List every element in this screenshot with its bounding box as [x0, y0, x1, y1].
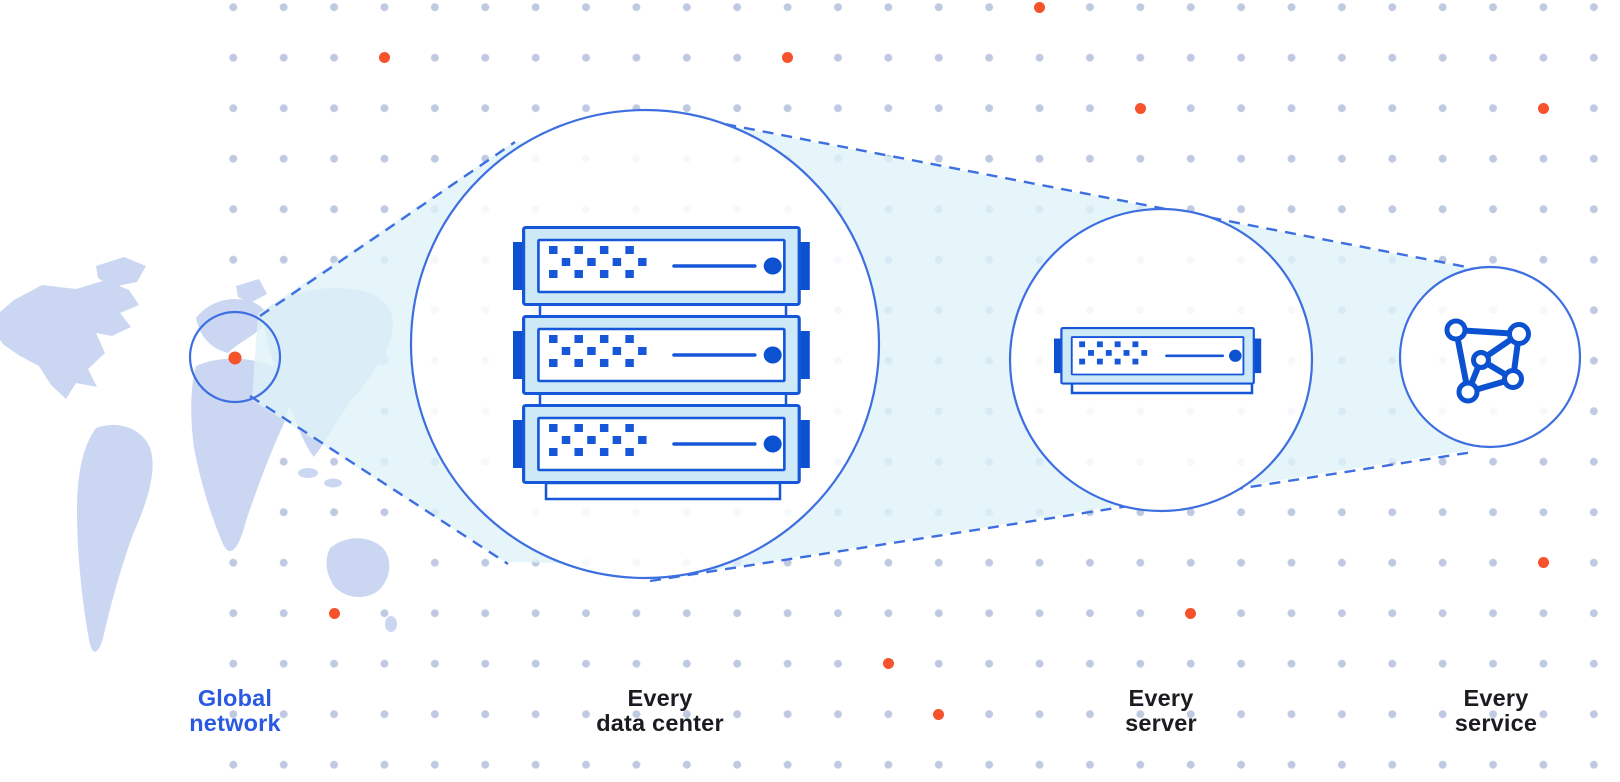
label-line: Every	[1128, 685, 1194, 711]
label-line: Global	[197, 685, 273, 711]
dashed-line-lower-left	[249, 394, 509, 566]
server-unit	[511, 403, 812, 485]
server-unit	[511, 314, 812, 396]
network-mesh-icon	[1444, 318, 1531, 404]
server-icon	[1052, 326, 1263, 395]
accent-orange-dot	[782, 52, 794, 64]
label-line: network	[189, 710, 281, 736]
label-every-data-center: Every data center	[500, 686, 820, 736]
accent-orange-dot	[1185, 607, 1197, 619]
map-location-dot	[228, 351, 242, 365]
server-rack-icon	[511, 225, 812, 501]
accent-orange-dot	[1538, 557, 1550, 569]
label-line: server	[1125, 710, 1197, 736]
label-global-network: Global network	[75, 686, 395, 736]
dashed-line-lower-right	[649, 450, 1474, 583]
accent-orange-dot	[933, 708, 945, 720]
accent-orange-dot	[379, 52, 390, 64]
label-every-server: Every server	[1001, 686, 1321, 736]
accent-orange-dot	[1034, 1, 1046, 13]
server-unit	[511, 225, 812, 307]
label-every-service: Every service	[1336, 686, 1620, 736]
dashed-line-upper-left	[259, 141, 516, 317]
server-unit	[1052, 326, 1263, 385]
dashed-line-upper-right	[687, 115, 1473, 270]
map-highlight-circle	[188, 310, 282, 404]
accent-orange-dot	[328, 607, 340, 619]
label-line: data center	[596, 710, 724, 736]
label-line: Every	[627, 685, 693, 711]
accent-orange-dot	[883, 658, 894, 670]
accent-orange-dot	[1538, 102, 1550, 114]
label-line: Every	[1463, 685, 1529, 711]
accent-orange-dot	[1135, 102, 1146, 114]
label-line: service	[1454, 710, 1538, 736]
